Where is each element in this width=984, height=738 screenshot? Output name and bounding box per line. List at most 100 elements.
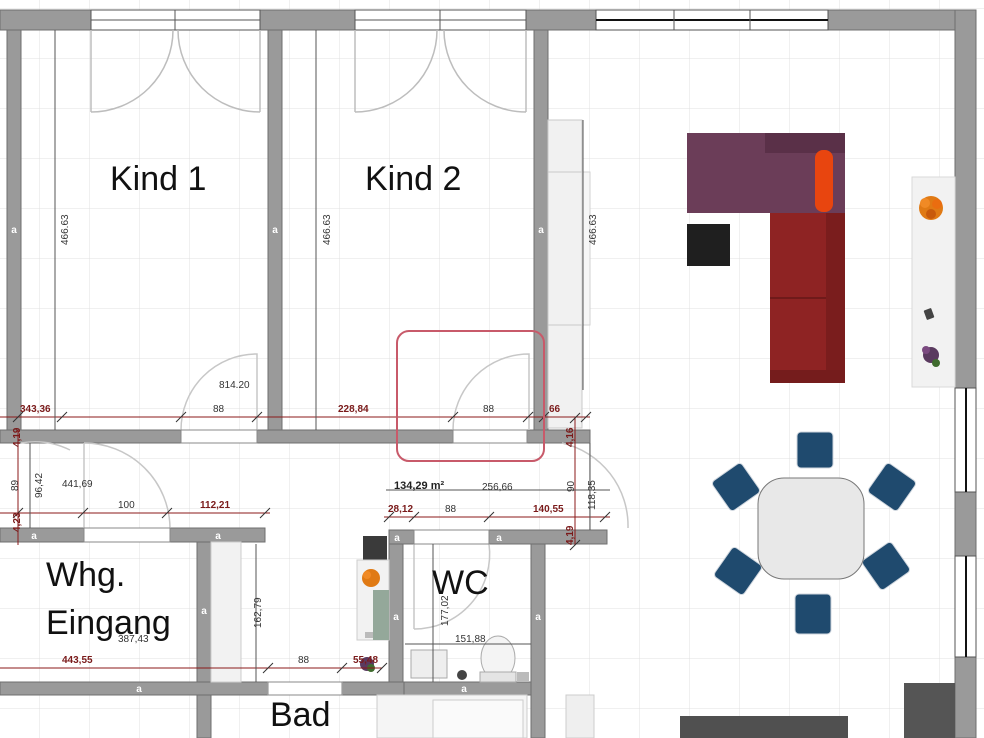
windows	[90, 9, 977, 658]
wc-furniture[interactable]	[356, 536, 955, 738]
room-label-eingang-line2[interactable]: Eingang	[46, 604, 171, 642]
door-entrance-swing[interactable]	[20, 441, 71, 451]
dim-28: 28,12	[388, 504, 413, 515]
dimension-labels: 466.63 466.63 466.63 814.20 88 88 96,42 …	[10, 214, 599, 666]
hall-cabinet[interactable]	[210, 541, 242, 683]
dining-set[interactable]	[711, 431, 917, 635]
sofa[interactable]	[687, 133, 845, 383]
dim-4-16: 4,16	[565, 427, 576, 447]
wall-right-3[interactable]	[954, 656, 977, 738]
wall-wc-top-1[interactable]	[388, 529, 415, 545]
dim-343: 343,36	[20, 404, 51, 415]
plant-purple-icon	[922, 346, 940, 367]
room-label-bad[interactable]: Bad	[270, 696, 331, 734]
dim-88d: 88	[298, 655, 310, 666]
dim-112: 112,21	[200, 500, 230, 511]
room-label-kind2[interactable]: Kind 2	[365, 160, 462, 198]
walls	[0, 9, 977, 738]
dim-814: 814.20	[219, 380, 250, 391]
plant-orange-icon	[919, 196, 943, 220]
door-kind2[interactable]	[452, 353, 530, 431]
dim-387: 387,43	[118, 634, 149, 645]
wall-marker: a	[538, 225, 544, 236]
wall-marker: a	[394, 533, 400, 544]
dim-right-height: 466.63	[588, 214, 599, 245]
wall-markers: a a a a a a a a a a a a	[11, 225, 544, 695]
dim-151: 151,88	[455, 634, 486, 645]
cushion	[815, 150, 833, 212]
dim-4-19b: 4,19	[565, 525, 576, 545]
wall-right-2[interactable]	[954, 491, 977, 557]
chair-top-right[interactable]	[867, 462, 917, 512]
wall-marker: a	[272, 225, 278, 236]
room-label-kind1[interactable]: Kind 1	[110, 160, 207, 198]
wall-mid-2[interactable]	[256, 429, 454, 444]
door-hall[interactable]	[83, 442, 171, 529]
wall-bottom-3[interactable]	[403, 681, 532, 696]
dim-96-42: 96,42	[34, 473, 45, 498]
wall-mid-3[interactable]	[526, 429, 591, 444]
wall-wc-top-2[interactable]	[488, 529, 608, 545]
selection-highlight[interactable]	[396, 330, 545, 462]
dimension-lines	[0, 411, 611, 674]
wall-top-3[interactable]	[525, 9, 597, 31]
dim-55: 55,48	[353, 655, 378, 666]
door-swings	[20, 353, 629, 695]
wall-bottom-2[interactable]	[341, 681, 405, 696]
wall-bottom-1[interactable]	[0, 681, 269, 696]
room-label-wc[interactable]: WC	[432, 564, 489, 602]
wall-top-2[interactable]	[259, 9, 356, 31]
chair-top[interactable]	[796, 431, 834, 469]
dim-4-23: 4,23	[12, 512, 23, 532]
wall-bad-left[interactable]	[196, 694, 212, 738]
side-table[interactable]	[687, 224, 730, 266]
kitchen-counter[interactable]	[680, 716, 848, 738]
wall-marker: a	[496, 533, 502, 544]
dim-118: 118,35	[587, 480, 598, 510]
wall-right-1[interactable]	[954, 9, 977, 389]
wardrobe-kind2[interactable]	[547, 119, 591, 429]
dim-162: 162,79	[253, 597, 264, 628]
wall-marker: a	[215, 531, 221, 542]
wall-top-4[interactable]	[827, 9, 977, 31]
door-frames	[83, 429, 528, 696]
dim-kind2-height: 466.63	[322, 214, 333, 245]
wall-marker: a	[535, 612, 541, 623]
dim-89: 89	[10, 479, 21, 491]
wall-marker: a	[136, 684, 142, 695]
door-wc-swing[interactable]	[413, 543, 491, 630]
chair-top-left[interactable]	[711, 462, 761, 512]
appliance[interactable]	[904, 683, 955, 738]
chair-bottom-right[interactable]	[861, 541, 911, 591]
door-living-swing[interactable]	[561, 442, 629, 529]
wall-marker: a	[201, 606, 207, 617]
wall-marker: a	[393, 612, 399, 623]
dim-kind1-height: 466.63	[60, 214, 71, 245]
dim-443: 443,55	[62, 655, 93, 666]
dim-100: 100	[118, 500, 135, 511]
chair-bottom-left[interactable]	[713, 546, 763, 596]
wall-top-1[interactable]	[0, 9, 92, 31]
dim-88b: 88	[483, 404, 495, 415]
door-kind1[interactable]	[180, 353, 258, 431]
dim-88c: 88	[445, 504, 457, 515]
dim-441: 441,69	[62, 479, 93, 490]
dim-4-19: 4,19	[12, 427, 23, 447]
wall-wc-right[interactable]	[530, 543, 546, 738]
wall-mid-1[interactable]	[0, 429, 182, 444]
plant-orange-icon	[362, 569, 380, 587]
chair-bottom[interactable]	[794, 593, 832, 635]
room-label-eingang-line1[interactable]: Whg.	[46, 556, 126, 594]
wall-marker: a	[461, 684, 467, 695]
dining-table[interactable]	[757, 477, 865, 580]
dim-228: 228,84	[338, 404, 369, 415]
wall-marker: a	[31, 531, 37, 542]
dim-66: 66	[549, 404, 561, 415]
phone-icon	[923, 308, 935, 320]
dim-88a: 88	[213, 404, 225, 415]
interior-dimension-lines	[29, 30, 610, 682]
dim-177: 177,02	[440, 595, 451, 626]
wc-sink[interactable]	[410, 649, 448, 679]
